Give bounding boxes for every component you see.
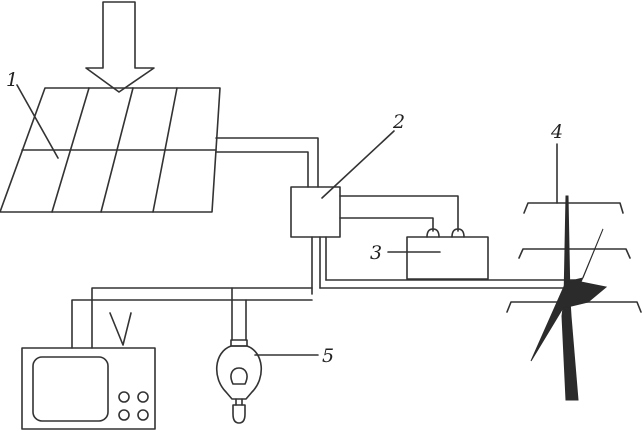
label-power-line: 4 — [550, 121, 563, 143]
controller-output-wires — [311, 236, 327, 295]
label-lamp: 5 — [322, 345, 334, 367]
solar-panel — [0, 87, 221, 213]
load-bus-wires — [71, 287, 313, 349]
lightning-bolt-icon — [530, 228, 608, 362]
battery — [406, 228, 489, 280]
leader-lines — [16, 84, 558, 356]
light-bulb-icon — [216, 339, 262, 424]
label-battery: 3 — [370, 242, 382, 264]
tv-icon — [21, 312, 156, 430]
controller-box — [290, 186, 341, 238]
battery-wires — [339, 195, 459, 232]
label-solar-panel: 1 — [6, 69, 18, 91]
panel-wires — [215, 137, 319, 188]
down-arrow-icon — [85, 1, 155, 93]
label-controller: 2 — [392, 111, 405, 133]
grid-wires — [319, 279, 576, 289]
